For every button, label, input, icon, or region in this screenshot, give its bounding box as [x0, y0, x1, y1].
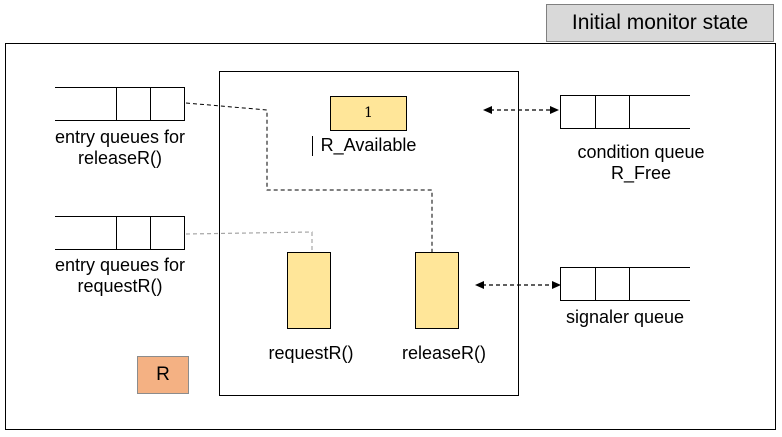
- resource-r: R: [137, 356, 189, 394]
- entry-queue-request-label: entry queues for requestR(): [20, 255, 220, 297]
- entry-queue-release: [55, 87, 185, 121]
- signaler-queue: [560, 267, 690, 301]
- monitor-boundary: [219, 71, 519, 396]
- label-line: R_Free: [610, 163, 672, 183]
- condition-variable-value: 1: [330, 96, 407, 131]
- queue-slot-divider: [595, 268, 596, 300]
- entry-queue-release-label: entry queues for releaseR(): [20, 127, 220, 169]
- condition-arrow-head-right: [550, 106, 559, 114]
- text-cursor: [312, 136, 313, 156]
- release-queue-link: [185, 102, 433, 252]
- condition-arrow-head-left: [483, 106, 492, 114]
- procedure-request-box: [287, 252, 331, 329]
- label-line: releaseR(): [77, 148, 163, 168]
- queue-slot-divider: [595, 96, 596, 128]
- procedure-release-box: [415, 252, 459, 329]
- signaler-queue-label: signaler queue: [565, 307, 685, 327]
- signaler-arrow-head-left: [475, 281, 484, 289]
- signaler-arrow-head-right: [552, 281, 561, 289]
- procedure-release-label: releaseR(): [401, 343, 487, 363]
- queue-slot-divider: [629, 96, 630, 128]
- queue-slot-divider: [629, 268, 630, 300]
- label-line: entry queues for: [54, 127, 186, 147]
- condition-variable-name: R_Available: [320, 135, 417, 155]
- system-boundary: [5, 43, 776, 430]
- condition-queue: [560, 95, 690, 129]
- diagram-title: Initial monitor state: [546, 4, 774, 42]
- queue-slot-divider: [116, 217, 117, 249]
- procedure-request-label: requestR(): [268, 343, 354, 363]
- label-line: condition queue: [577, 142, 705, 162]
- condition-queue-label: condition queue R_Free: [541, 142, 741, 184]
- queue-slot-divider: [116, 88, 117, 120]
- entry-queue-request: [55, 216, 185, 250]
- request-queue-link: [185, 231, 313, 252]
- queue-slot-divider: [150, 88, 151, 120]
- label-line: entry queues for: [54, 255, 186, 275]
- label-line: requestR(): [77, 276, 163, 296]
- queue-slot-divider: [150, 217, 151, 249]
